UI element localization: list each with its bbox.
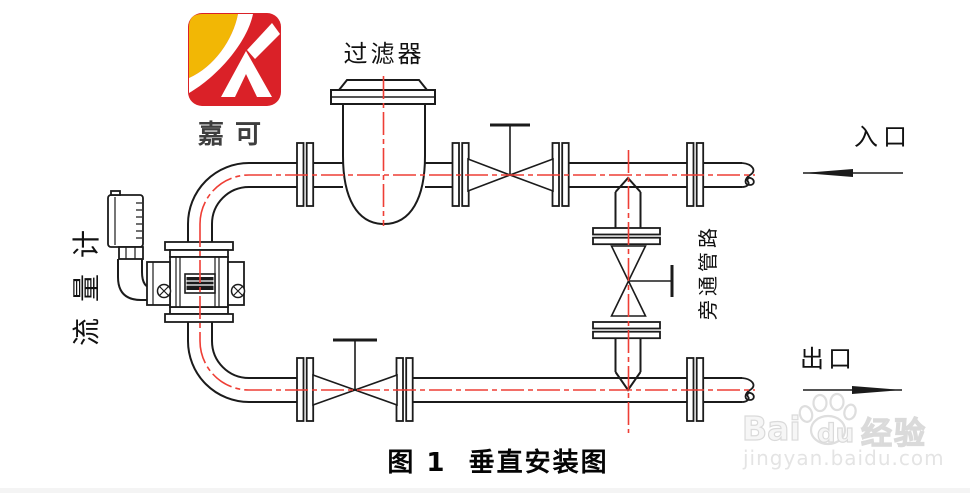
bottom-edge-strip	[0, 488, 970, 493]
valve-top	[467, 123, 554, 193]
outlet-arrow	[803, 386, 902, 394]
brand-name: 嘉可	[197, 120, 272, 150]
logo-white-swoosh	[189, 14, 253, 93]
conduit-elbow	[117, 259, 148, 301]
terminal-ticks	[136, 202, 142, 239]
figure-caption: 图 1 垂直安装图	[387, 448, 609, 478]
watermark-du: du	[816, 418, 855, 449]
valve-bypass	[610, 245, 674, 317]
transmitter-neck	[118, 246, 144, 260]
logo-yellow-field	[189, 14, 238, 78]
inlet-label: 入口	[854, 123, 912, 151]
pipe-break-bottom	[741, 377, 755, 403]
logo-k-arm	[247, 23, 280, 59]
logo-k-chevron	[221, 51, 272, 97]
valve-bottom	[312, 338, 398, 407]
pipe-network	[187, 162, 755, 403]
baidu-paw-icon	[798, 392, 857, 446]
meter-right-cap	[227, 261, 245, 306]
outlet-label: 出口	[800, 345, 856, 373]
centerlines	[199, 76, 755, 433]
pipe-break-top	[741, 162, 755, 188]
inlet-arrow	[803, 169, 903, 177]
jiake-logo	[188, 13, 281, 106]
elbow-top-left	[187, 162, 250, 225]
watermark-url: jingyan.baidu.com	[743, 446, 945, 470]
bypass-line-label: 旁通管路	[696, 224, 720, 320]
watermark-bai: Bai	[741, 408, 801, 448]
meter-left-cap	[146, 261, 171, 306]
elbow-bottom-left	[187, 340, 250, 403]
flow-meter	[107, 190, 246, 323]
watermark-jingyan: 经验	[860, 415, 927, 452]
filter-label: 过滤器	[343, 40, 425, 68]
flow-meter-label: 流量计	[70, 214, 103, 347]
